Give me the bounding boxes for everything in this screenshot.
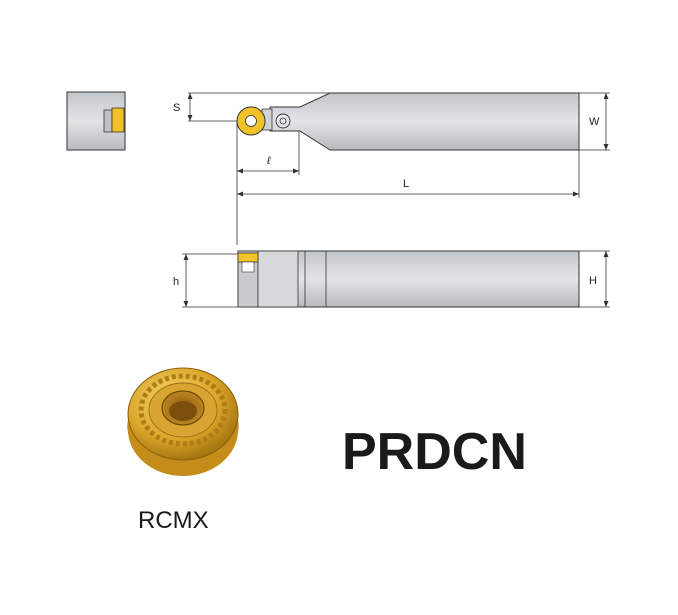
tool-code-title: PRDCN [342, 423, 527, 481]
dim-label-l-small: ℓ [266, 155, 271, 167]
insert-illustration [127, 367, 239, 476]
dim-label-h-small: h [173, 276, 179, 288]
dim-label-w: W [589, 116, 600, 128]
top-view [236, 92, 580, 151]
side-view [237, 250, 580, 308]
dim-label-l-big: L [403, 178, 409, 190]
dimension-lines [182, 92, 610, 308]
dimension-arrows [183, 93, 609, 307]
insert-label: RCMX [138, 507, 209, 534]
dim-label-s: S [173, 102, 180, 114]
dim-label-h-big: H [589, 275, 597, 287]
end-view [66, 91, 126, 151]
